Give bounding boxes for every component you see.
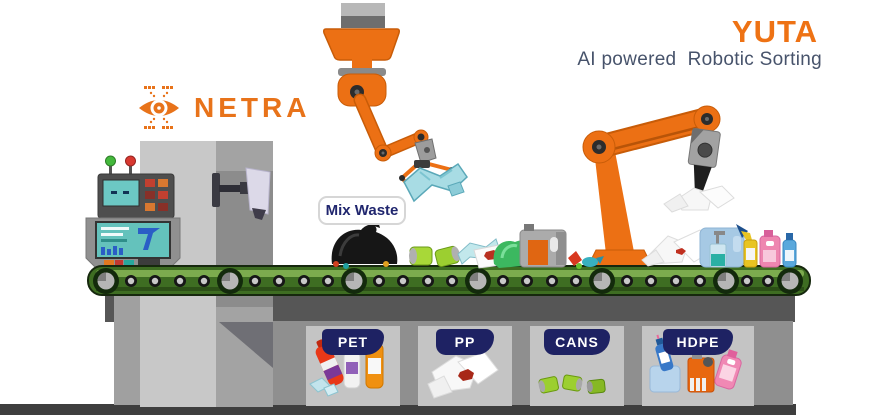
bin-hdpe — [642, 326, 754, 406]
mini-screen — [102, 179, 140, 207]
camera-scanner-icon — [212, 167, 271, 220]
bin-label-cans: CANS — [544, 329, 610, 355]
brand-name: NETRA — [194, 92, 311, 123]
red-indicator-light — [125, 155, 136, 167]
green-indicator-light — [105, 155, 116, 167]
netra-brand: NETRA — [136, 84, 310, 132]
belt-waste-items — [331, 217, 797, 269]
button-grid — [145, 179, 168, 211]
floor — [0, 404, 796, 415]
gripped-bottle — [403, 162, 468, 203]
suction-end-effector — [687, 128, 721, 195]
bin-label-pet: PET — [322, 329, 384, 355]
pink-detergent — [759, 230, 781, 268]
blue-bottle — [782, 233, 797, 268]
oil-jug — [519, 224, 567, 268]
robot-arm-glyph — [138, 228, 160, 250]
crushed-cans — [409, 245, 461, 268]
yellow-bottle — [741, 231, 758, 268]
small-debris — [568, 251, 604, 269]
bin-label-pp: PP — [436, 329, 494, 355]
bin-label-hdpe: HDPE — [663, 329, 733, 355]
product-title: YUTA — [731, 14, 818, 49]
product-tagline: AI powered Robotic Sorting — [577, 49, 822, 70]
lifted-foam — [663, 185, 735, 213]
gripper-robotic-arm — [323, 3, 468, 203]
soap-dispenser — [709, 231, 727, 268]
trash-bag — [331, 217, 398, 269]
conveyor-belt — [87, 265, 811, 296]
control-console — [85, 155, 181, 273]
belt-left-leg — [114, 294, 140, 405]
mix-waste-label: Mix Waste — [318, 196, 406, 225]
eye-circuit-icon — [139, 86, 179, 129]
